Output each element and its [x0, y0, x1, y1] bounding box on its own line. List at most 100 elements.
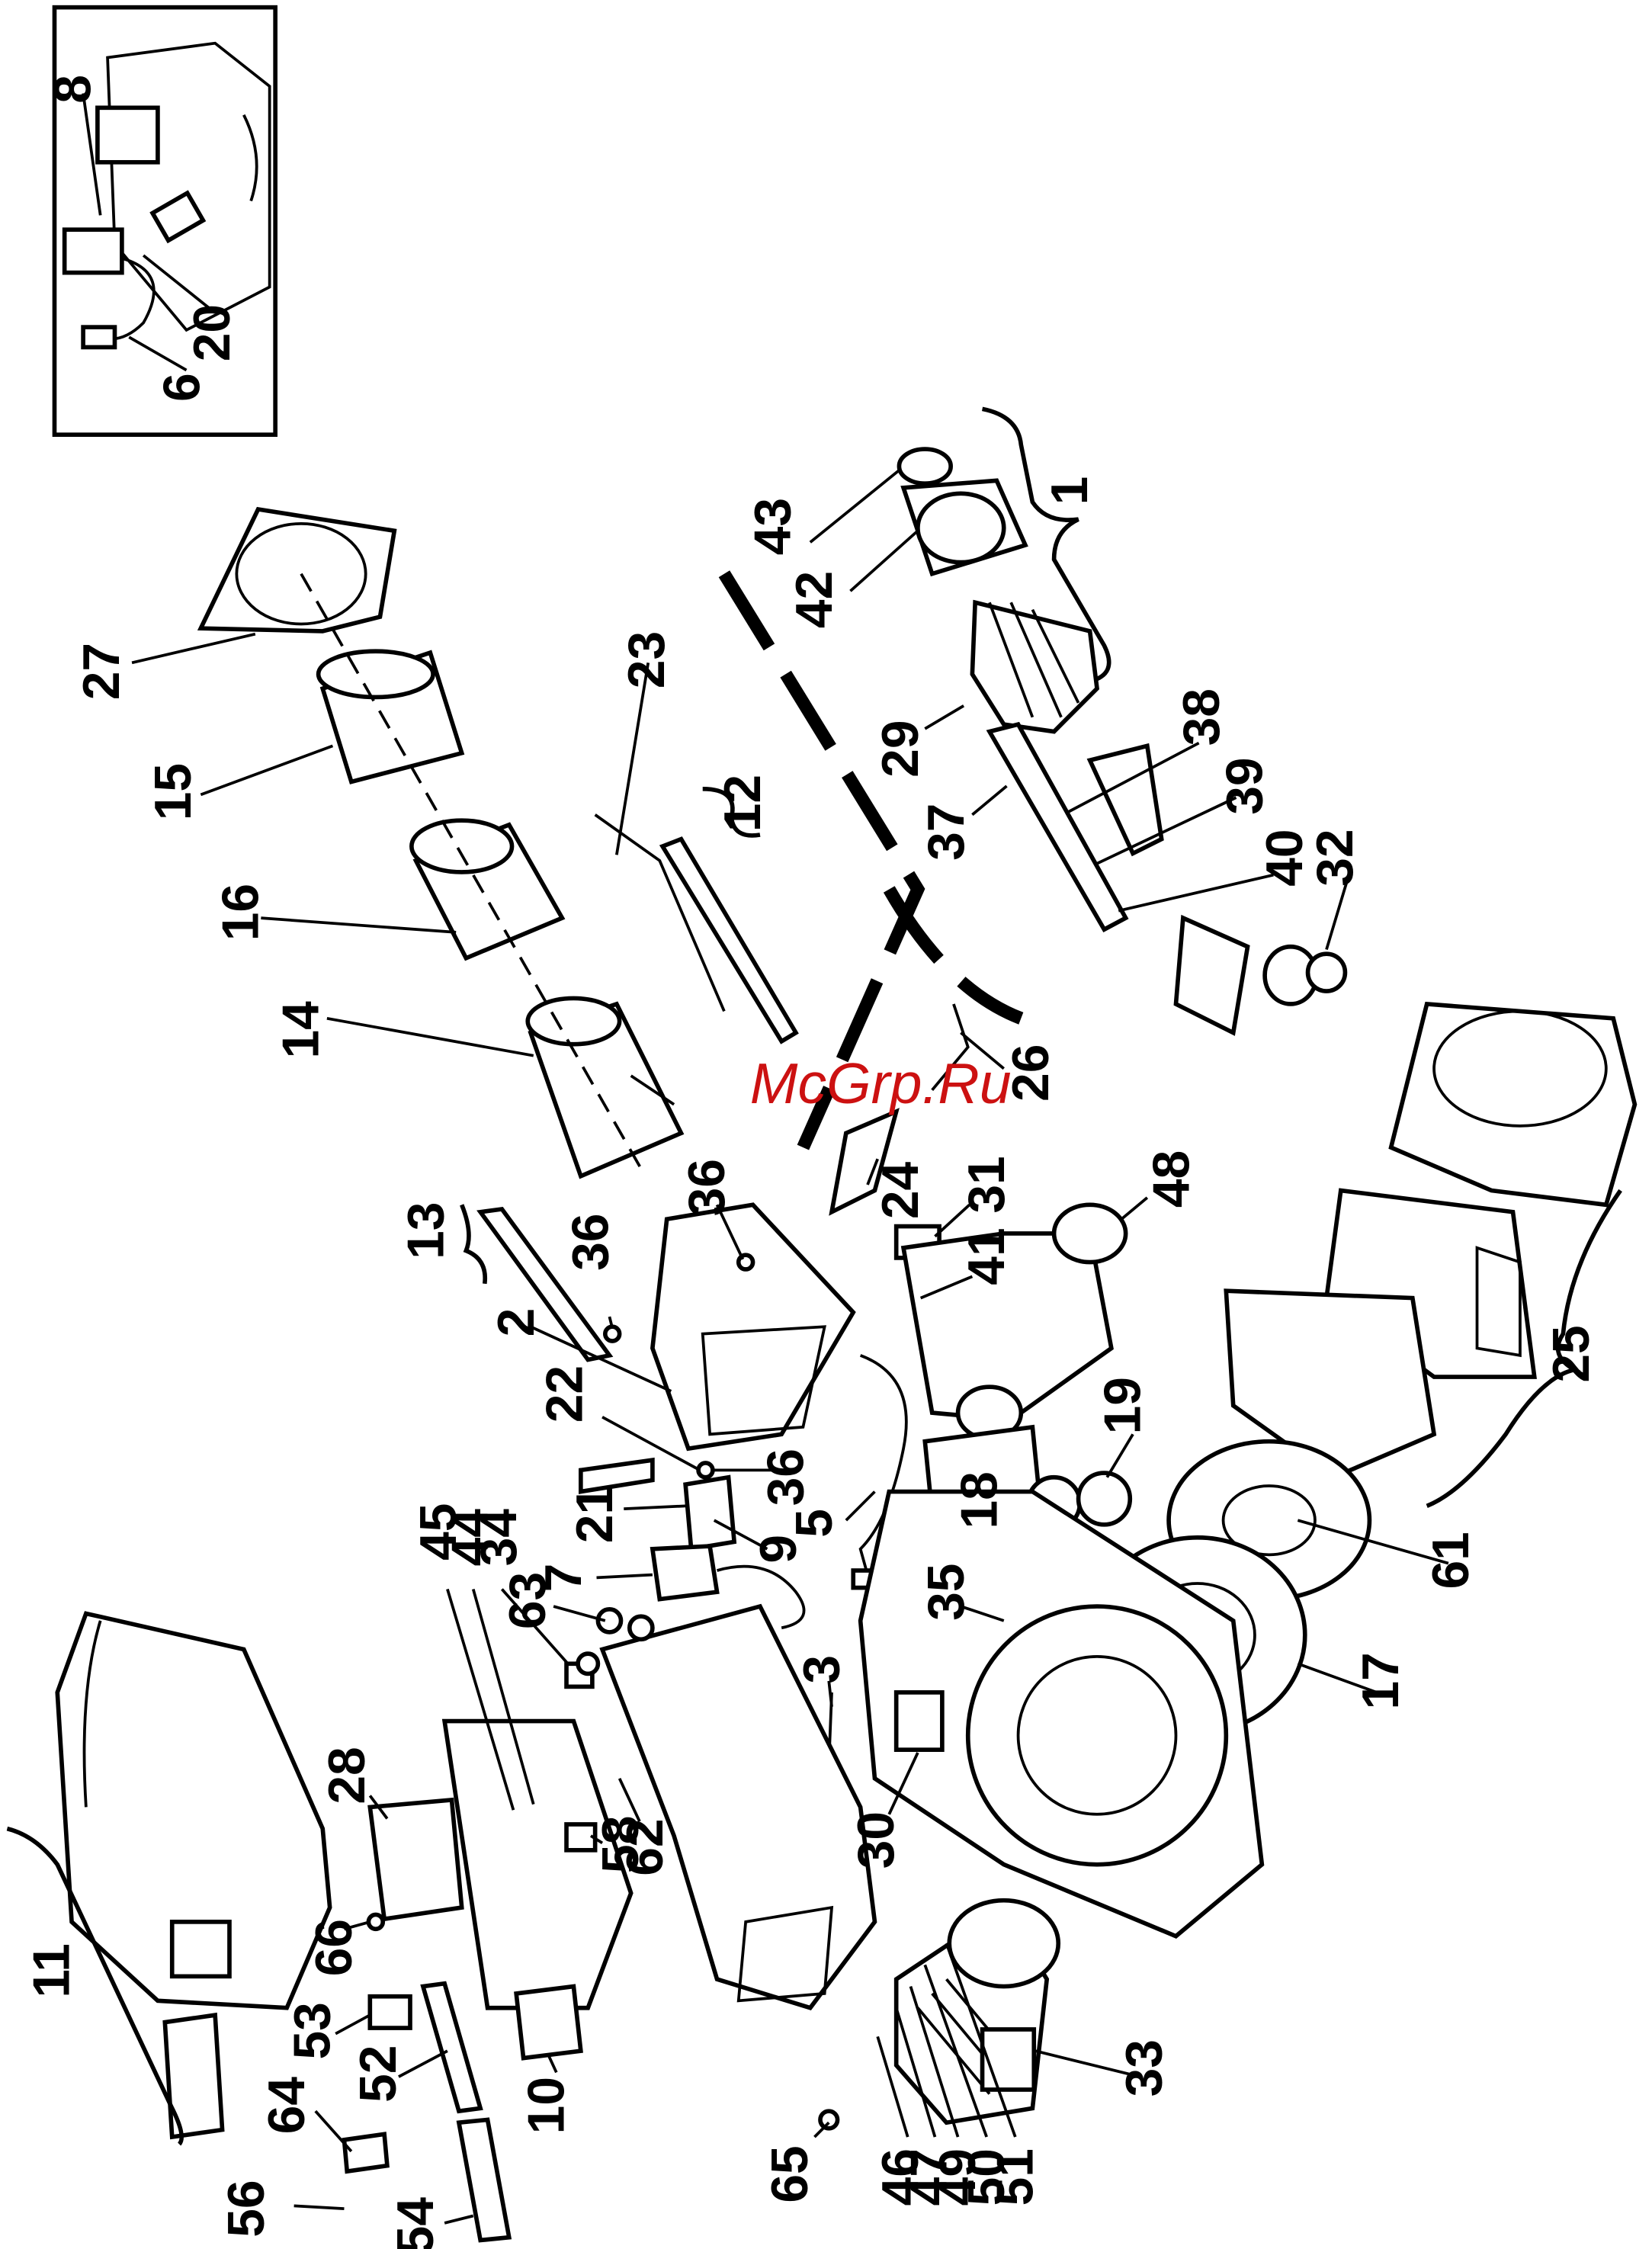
part-16-rim — [412, 820, 512, 872]
callout-15: 15 — [145, 763, 202, 820]
callout-36b: 36 — [678, 1159, 736, 1216]
part-33-flange — [949, 1901, 1058, 1987]
callout-38: 38 — [1173, 688, 1230, 746]
callout-24: 24 — [872, 1162, 929, 1220]
leader-3 — [829, 1681, 832, 1707]
callout-10: 10 — [518, 2077, 575, 2134]
callout-36c: 36 — [757, 1449, 814, 1506]
leader-64 — [316, 2111, 351, 2151]
part-36-bolt-a — [605, 1327, 620, 1341]
part-14-rim — [528, 998, 619, 1044]
callout-23: 23 — [618, 631, 675, 688]
callout-16: 16 — [213, 884, 270, 941]
part-63-fitting-b — [630, 1616, 653, 1639]
leader-16 — [261, 918, 456, 932]
part-30-box — [897, 1692, 942, 1750]
callout-21: 21 — [566, 1486, 624, 1543]
callout-32: 32 — [1307, 829, 1364, 886]
part-19-disc — [1079, 1473, 1131, 1525]
part-7-actuator — [653, 1546, 717, 1599]
part-64-clip — [344, 2134, 387, 2171]
callout-17: 17 — [1352, 1652, 1410, 1709]
fan-housing-group — [796, 1004, 1634, 1936]
callout-30: 30 — [848, 1811, 905, 1869]
leader-7 — [597, 1575, 653, 1578]
callout-56: 56 — [218, 2180, 275, 2237]
callout-33: 33 — [1116, 2039, 1173, 2097]
leader-5 — [846, 1492, 875, 1521]
callout-12: 12 — [714, 775, 771, 832]
part-32-oring — [1308, 954, 1346, 991]
callout-8: 8 — [45, 75, 102, 104]
callout-1: 1 — [1041, 476, 1099, 505]
blast-tube-group — [132, 509, 796, 1176]
inset-relay-block — [98, 107, 158, 162]
callout-48: 48 — [1143, 1150, 1200, 1208]
callout-18: 18 — [951, 1471, 1008, 1529]
part-25-hood — [1391, 1004, 1635, 1205]
callout-3: 3 — [793, 1655, 850, 1684]
leader-27 — [132, 634, 255, 663]
part-9-plate — [685, 1477, 734, 1549]
part-36-bolt-c — [698, 1463, 713, 1477]
leader-56 — [294, 2206, 345, 2209]
callout-34: 34 — [470, 1509, 528, 1567]
callout-53: 53 — [284, 2002, 342, 2059]
part-11-label — [165, 2015, 222, 2137]
callout-2: 2 — [488, 1308, 545, 1337]
callout-11: 11 — [23, 1943, 80, 1998]
inset-detail — [54, 8, 275, 435]
leader-42 — [850, 531, 917, 591]
part-52-strip — [423, 1984, 480, 2111]
callout-35: 35 — [918, 1564, 975, 1621]
callout-6: 6 — [153, 373, 210, 402]
inset-plug — [83, 327, 114, 347]
cover-control-group — [7, 1589, 874, 2240]
part-12-bar — [662, 839, 796, 1041]
part-15-rim — [319, 651, 433, 697]
callout-64: 64 — [258, 2077, 316, 2135]
leader-14 — [327, 1019, 534, 1056]
callout-54: 54 — [387, 2197, 444, 2249]
part-66-screw — [368, 1914, 383, 1929]
leader-19 — [1107, 1434, 1133, 1477]
callout-27: 27 — [73, 643, 130, 700]
callout-41: 41 — [958, 1227, 1015, 1285]
callout-14: 14 — [273, 1001, 330, 1059]
leader-23 — [617, 663, 648, 855]
part-40-nozzle — [1176, 918, 1247, 1032]
callout-19: 19 — [1094, 1377, 1151, 1434]
callout-22: 22 — [537, 1365, 594, 1423]
leader-54 — [444, 2215, 473, 2222]
part-33-terminal — [983, 2029, 1035, 2090]
callout-51: 51 — [986, 2148, 1044, 2206]
callout-61: 61 — [1423, 1532, 1480, 1589]
fan-inlet — [968, 1606, 1227, 1865]
callout-13: 13 — [397, 1202, 454, 1259]
callout-26: 26 — [1002, 1044, 1060, 1102]
part-54-rail — [459, 2119, 509, 2240]
leader-15 — [200, 746, 332, 794]
callout-28: 28 — [319, 1747, 376, 1804]
leader-32 — [1326, 877, 1348, 949]
callout-37: 37 — [918, 804, 975, 861]
callout-31: 31 — [958, 1156, 1015, 1213]
part-28-controller — [370, 1800, 461, 1919]
inset-connector — [65, 229, 122, 272]
callout-25: 25 — [1543, 1325, 1600, 1382]
callout-52: 52 — [350, 2045, 407, 2103]
part-42-face — [918, 493, 1004, 562]
callout-29: 29 — [872, 720, 929, 778]
leader-37 — [972, 786, 1006, 815]
leader-21 — [624, 1506, 685, 1509]
part-10-module — [516, 1987, 581, 2058]
callout-66: 66 — [306, 1919, 363, 1976]
part-65-fitting — [820, 2111, 838, 2129]
callout-39: 39 — [1216, 757, 1273, 814]
leader-40 — [1118, 875, 1273, 911]
part-11-handle — [172, 1922, 229, 1976]
part-63-fitting-c — [578, 1654, 598, 1673]
callout-36a: 36 — [563, 1214, 620, 1271]
callout-65: 65 — [762, 2145, 819, 2202]
